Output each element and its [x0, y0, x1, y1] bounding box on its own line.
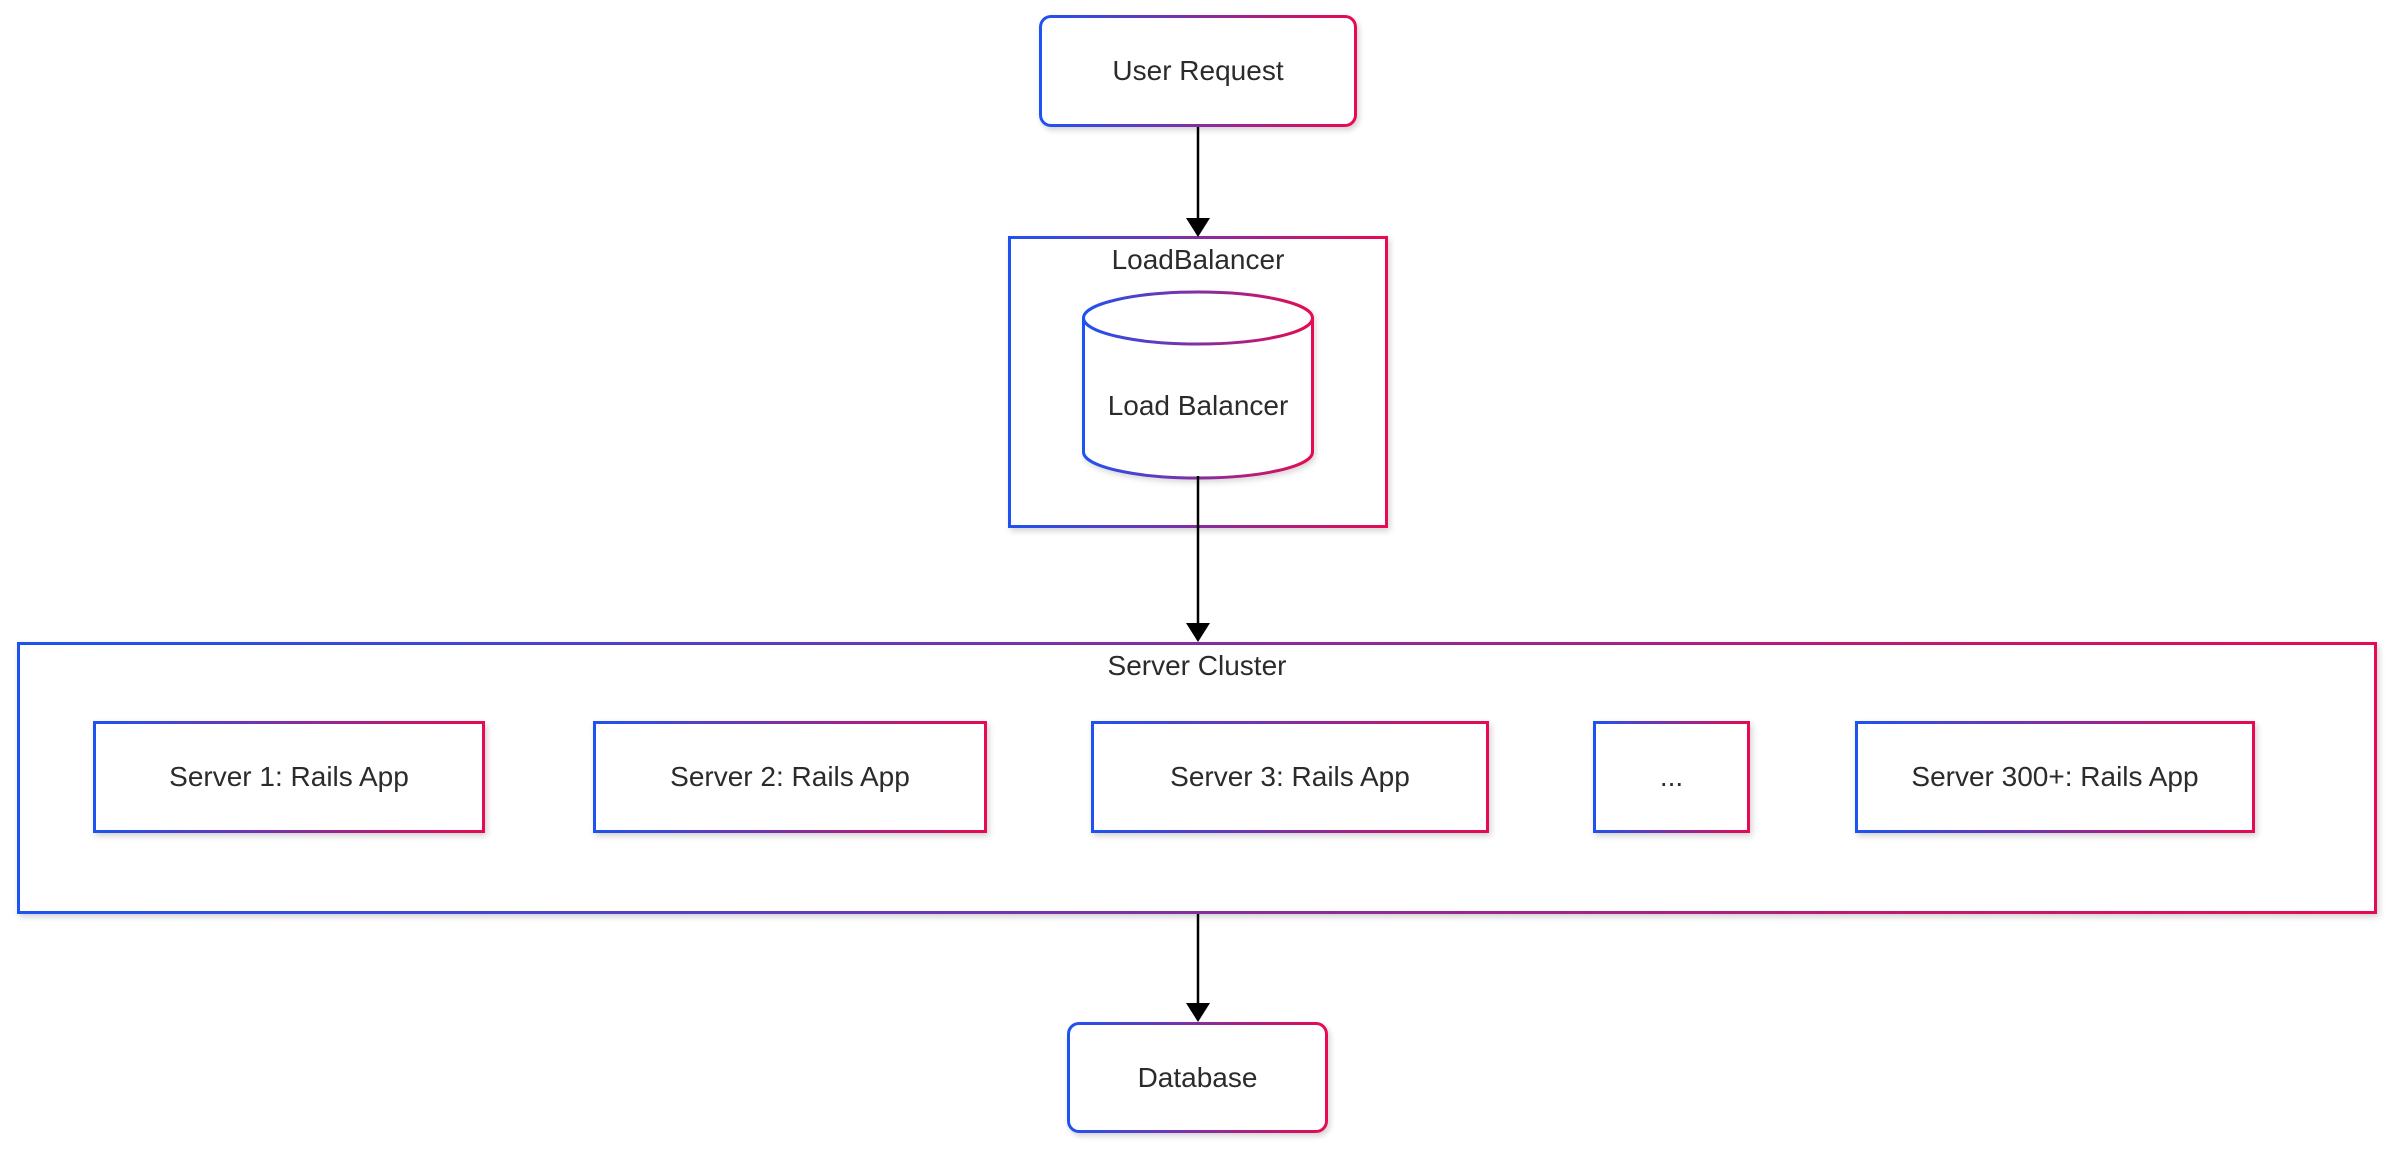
server-node-2: Server 2: Rails App [593, 721, 987, 833]
load-balancer-label: Load Balancer [1107, 390, 1289, 421]
user-request-node: User Request [1039, 15, 1357, 127]
database-node: Database [1067, 1022, 1328, 1133]
server-300plus-label: Server 300+: Rails App [1911, 761, 2199, 792]
server-1-label: Server 1: Rails App [169, 761, 409, 792]
arrow-user-request-to-loadbalancer [1186, 127, 1210, 237]
loadbalancer-cluster-title: LoadBalancer [1111, 244, 1285, 275]
database-label: Database [1137, 1061, 1258, 1093]
server-node-300plus: Server 300+: Rails App [1855, 721, 2255, 833]
server-cluster-title: Server Cluster [1107, 650, 1287, 681]
server-node-1: Server 1: Rails App [93, 721, 485, 833]
server-ellipsis-label: ... [1659, 761, 1684, 792]
user-request-label: User Request [1112, 55, 1284, 86]
server-2-label: Server 2: Rails App [670, 761, 910, 792]
arrow-server-cluster-to-database [1186, 914, 1210, 1022]
server-node-3: Server 3: Rails App [1091, 721, 1489, 833]
server-node-ellipsis: ... [1593, 721, 1750, 833]
load-balancer-cylinder-icon [1082, 290, 1314, 480]
server-3-label: Server 3: Rails App [1170, 761, 1410, 792]
